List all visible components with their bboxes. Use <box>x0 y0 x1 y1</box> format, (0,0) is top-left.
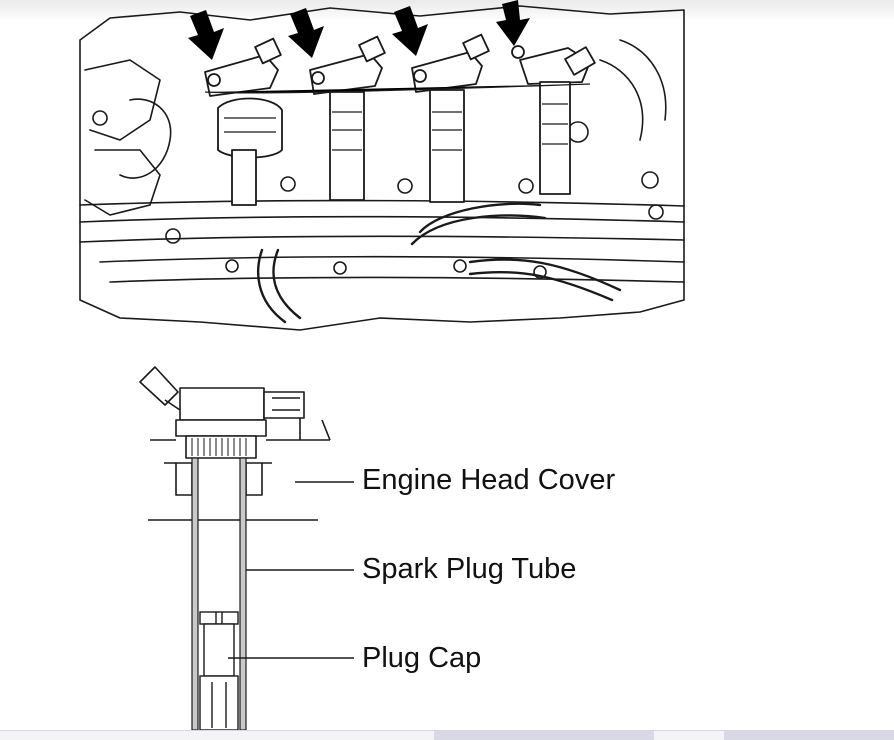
label-engine-head-cover: Engine Head Cover <box>362 464 616 496</box>
bottom-strip <box>0 730 894 740</box>
label-plug-cap: Plug Cap <box>362 642 482 674</box>
bottom-strip-segment <box>434 731 654 740</box>
bottom-strip-segment <box>724 731 894 740</box>
engine-illustration <box>79 0 685 331</box>
label-spark-plug-tube: Spark Plug Tube <box>362 553 577 585</box>
